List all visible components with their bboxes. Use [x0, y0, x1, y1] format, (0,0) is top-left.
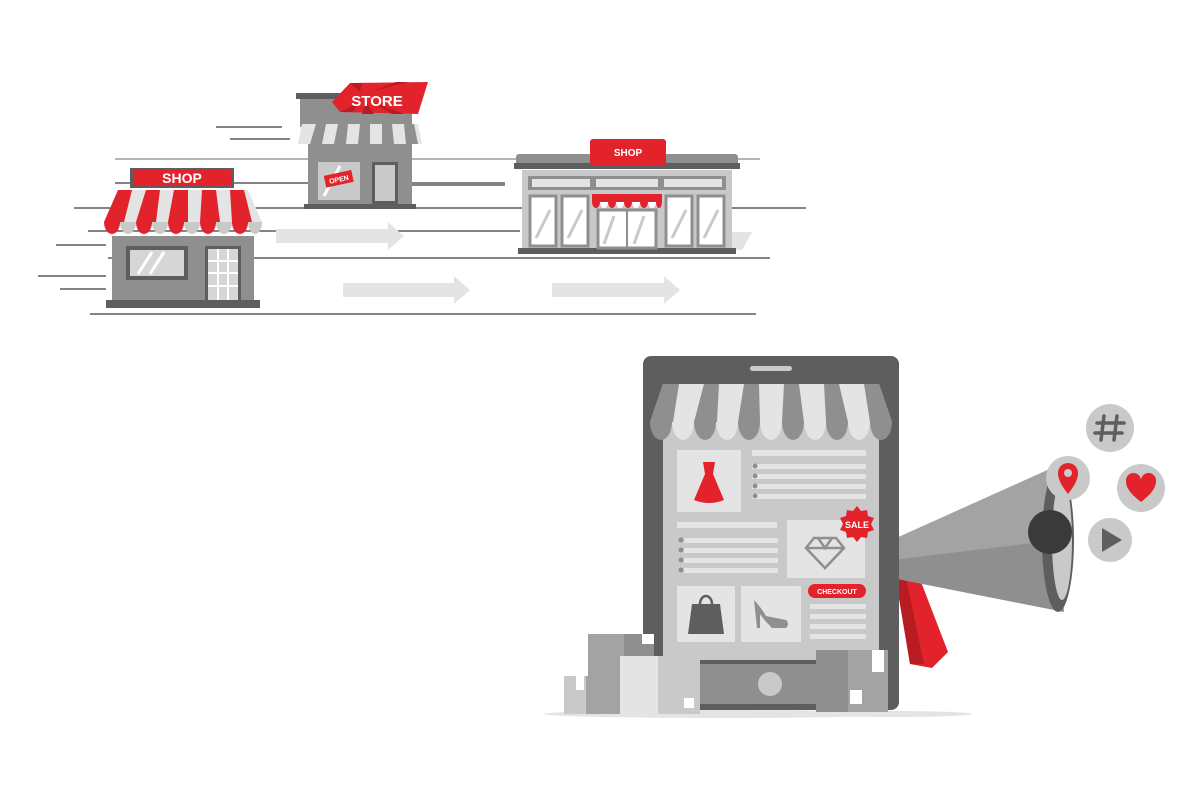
home-button[interactable] — [758, 672, 782, 696]
sale-badge: SALE — [840, 506, 874, 542]
small-shop-sign: SHOP — [162, 170, 202, 186]
arrow-icon — [552, 276, 680, 304]
megaphone — [884, 468, 1074, 668]
open-sign-text: OPEN — [329, 175, 350, 186]
arrow-icon — [276, 222, 404, 250]
shopping-bag-icon — [688, 594, 724, 634]
shipping-boxes — [544, 634, 972, 718]
product-card-dress[interactable] — [677, 450, 741, 512]
social-icons — [1046, 404, 1165, 562]
tablet-online-store: SALE CHECKOUT — [643, 356, 899, 710]
diamond-icon — [804, 536, 846, 570]
heart-icon — [1117, 464, 1165, 512]
checkout-description-lines — [810, 604, 866, 639]
progress-arrows — [276, 222, 680, 304]
location-pin-icon — [1046, 456, 1090, 500]
arrow-icon — [343, 276, 470, 304]
high-heel-icon — [754, 600, 788, 628]
big-shop: SHOP — [514, 139, 752, 254]
product-description-lines — [677, 522, 778, 573]
open-sign: OPEN — [323, 170, 354, 188]
small-shop: SHOP — [104, 168, 262, 308]
dress-icon — [694, 462, 724, 503]
product-card-bag[interactable] — [677, 586, 735, 642]
store-banner-text: STORE — [351, 93, 402, 110]
product-card-heel[interactable] — [741, 586, 801, 642]
sale-badge-text: SALE — [845, 520, 869, 530]
store-building: STORE OPEN — [296, 82, 428, 209]
hashtag-icon — [1086, 404, 1134, 452]
checkout-button-label: CHECKOUT — [817, 589, 857, 596]
big-shop-sign: SHOP — [614, 148, 643, 159]
product-description-lines — [752, 450, 866, 499]
checkout-button[interactable]: CHECKOUT — [808, 584, 866, 598]
play-icon — [1088, 518, 1132, 562]
